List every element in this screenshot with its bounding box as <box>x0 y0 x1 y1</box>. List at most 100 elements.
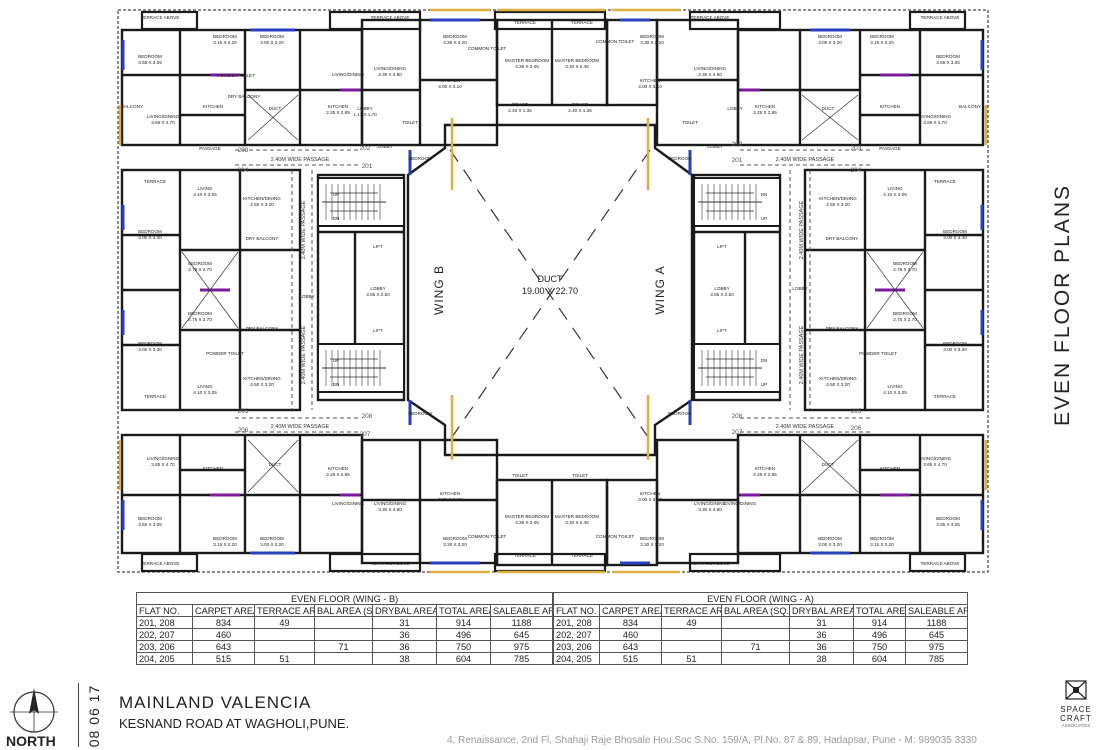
header-saleable-area: SALEABLE AREA (SQ.FT) <box>904 604 969 617</box>
bedroom-dim: 3.15 X 3.20 <box>213 542 237 547</box>
north-label: NORTH <box>6 733 56 749</box>
master-bedroom-dim: 3.30 X 3.45 <box>515 520 539 525</box>
wing-b-area-table: EVEN FLOOR (WING - B) FLAT NO. CARPET AR… <box>135 592 554 665</box>
kitchen-label: KITCHEN <box>640 491 660 496</box>
flat-number: 206 <box>851 425 862 432</box>
wing-b-caption: EVEN FLOOR (WING - B) <box>135 592 554 605</box>
bedroom-label: BEDROOM <box>188 261 212 266</box>
kitchen-label: KITCHEN <box>203 104 223 109</box>
kitchen-dining-dim: 2.50 X 3.20 <box>250 202 274 207</box>
master-bedroom-dim: 3.30 X 3.45 <box>565 520 589 525</box>
terrace-label: TERRACE <box>514 553 536 558</box>
lobby-label: LOBBY <box>299 294 314 299</box>
kitchen-label: KITCHEN <box>328 466 348 471</box>
logo-text-associates: ASSOCIATES <box>1061 723 1091 728</box>
bedroom-dim: 2.75 X 2.70 <box>188 317 212 322</box>
terrace-above-label: TERRACE ABOVE <box>691 15 730 20</box>
bedroom-label: BEDROOM <box>818 34 842 39</box>
bedroom-label: BEDROOM <box>668 156 692 161</box>
powder-toilet-label: POWDER TOILET <box>206 351 244 356</box>
kitchen-label: KITCHEN <box>640 78 660 83</box>
bedroom-label: BEDROOM <box>893 261 917 266</box>
drawing-date-text: 08 06 17 <box>86 684 102 748</box>
master-bedroom-label: MASTER BEDROOM <box>555 58 599 63</box>
duct-label: DUCT <box>269 462 282 467</box>
lift-label: LIFT <box>373 244 383 249</box>
dry-balcony-label: DRY BALCONY <box>826 236 859 241</box>
terrace-above-label: TERRACE ABOVE <box>371 15 410 20</box>
living-dim: 4.10 X 3.05 <box>883 390 907 395</box>
flat-number: 201 <box>732 157 743 164</box>
project-location: KESNAND ROAD AT WAGHOLI,PUNE. <box>119 716 350 731</box>
passage-label-side-a2: 2.40M WIDE PASSAGE <box>799 325 805 384</box>
side-title-text: EVEN FLOOR PLANS <box>1051 183 1074 427</box>
header-total-area: TOTAL AREA (SQ.FT) <box>436 604 491 617</box>
header-bal-area: BAL AREA (SQ. FT) <box>314 604 373 617</box>
dn-label: DN <box>333 216 340 221</box>
wing-b-label: WING B <box>432 265 446 315</box>
living-label: LIVING <box>887 186 902 191</box>
passage-label: PASSAGE <box>199 146 221 151</box>
architect-address: 4, Renaissance, 2nd Fl, Shahaji Raje Bho… <box>447 735 977 746</box>
bedroom-label: BEDROOM <box>870 34 894 39</box>
dn-label: DN <box>761 192 768 197</box>
flat-number: 201 <box>362 163 373 170</box>
bedroom-dim: 3.15 X 3.20 <box>213 40 237 45</box>
central-duct-size: 19.00 X 22.70 <box>522 286 578 296</box>
flat-number: 206 <box>238 427 249 434</box>
master-bedroom-label: MASTER BEDROOM <box>505 58 549 63</box>
bedroom-dim: 3.00 X 3.20 <box>818 542 842 547</box>
bedroom-label: BEDROOM <box>213 536 237 541</box>
bedroom-dim: 3.30 X 3.20 <box>640 542 664 547</box>
header-carpet-area: CARPET AREA (SQ.FT) <box>192 604 255 617</box>
bedroom-label: BEDROOM <box>893 311 917 316</box>
toilet-dim: 2.40 X 1.35 <box>568 108 592 113</box>
bedroom-dim: 3.00 X 3.30 <box>943 235 967 240</box>
living-dining-label: LIVING/DINING <box>332 501 365 506</box>
bedroom-label: BEDROOM <box>408 411 432 416</box>
bedroom-dim: 3.30 X 3.20 <box>443 542 467 547</box>
even-floor-plan: TERRACE ABOVE BEDROOM 3.15 X 3.20 BEDROO… <box>117 8 989 574</box>
common-toilet-label: COMMON TOILET <box>596 39 635 44</box>
dry-balcony-label: DRY BALCONY <box>826 326 859 331</box>
bedroom-label: BEDROOM <box>213 34 237 39</box>
living-dining-dim: 3.65 X 4.70 <box>923 120 947 125</box>
toilet-label: TOILET <box>572 473 588 478</box>
bedroom-label: BEDROOM <box>138 516 162 521</box>
bedroom-label: BEDROOM <box>408 156 432 161</box>
bedroom-dim: 3.65 X 3.05 <box>138 60 162 65</box>
passage-label: PASSAGE <box>879 146 901 151</box>
bedroom-dim: 3.65 X 3.05 <box>936 60 960 65</box>
bedroom-dim: 3.00 X 3.20 <box>260 542 284 547</box>
bedroom-dim: 3.65 X 3.05 <box>138 522 162 527</box>
kitchen-dim: 2.25 X 2.85 <box>753 472 777 477</box>
up-label: UP <box>333 192 339 197</box>
header-saleable-area: SALEABLE AREA (SQ.FT) <box>489 604 554 617</box>
footer-divider <box>78 683 79 747</box>
bedroom-dim: 3.15 X 3.20 <box>870 542 894 547</box>
dry-balcony-label: DRY BALCONY <box>246 236 279 241</box>
living-dining-label: LIVING/DINING <box>919 456 952 461</box>
flat-number: 208 <box>362 413 373 420</box>
living-dining-label: LIVING/DINING <box>374 501 407 506</box>
bedroom-dim: 3.00 X 3.20 <box>818 40 842 45</box>
flat-number: 203 <box>851 145 862 152</box>
flat-number: 205 <box>238 408 249 415</box>
bedroom-label: BEDROOM <box>443 536 467 541</box>
bedroom-label: BEDROOM <box>443 34 467 39</box>
living-dining-dim: 3.30 X 4.90 <box>698 72 722 77</box>
kitchen-label: KITCHEN <box>203 466 223 471</box>
living-dim: 4.10 X 3.05 <box>193 192 217 197</box>
header-flat-no: FLAT NO. <box>553 604 600 617</box>
master-bedroom-label: MASTER BEDROOM <box>505 514 549 519</box>
lobby-label: LOBBY <box>792 286 807 291</box>
living-dim: 4.10 X 3.05 <box>883 192 907 197</box>
terrace-above-label: TERRACE ABOVE <box>371 561 410 566</box>
kitchen-label: KITCHEN <box>755 466 775 471</box>
kitchen-dining-dim: 2.50 X 3.20 <box>250 382 274 387</box>
toilet-dim: 2.40 X 1.35 <box>508 108 532 113</box>
